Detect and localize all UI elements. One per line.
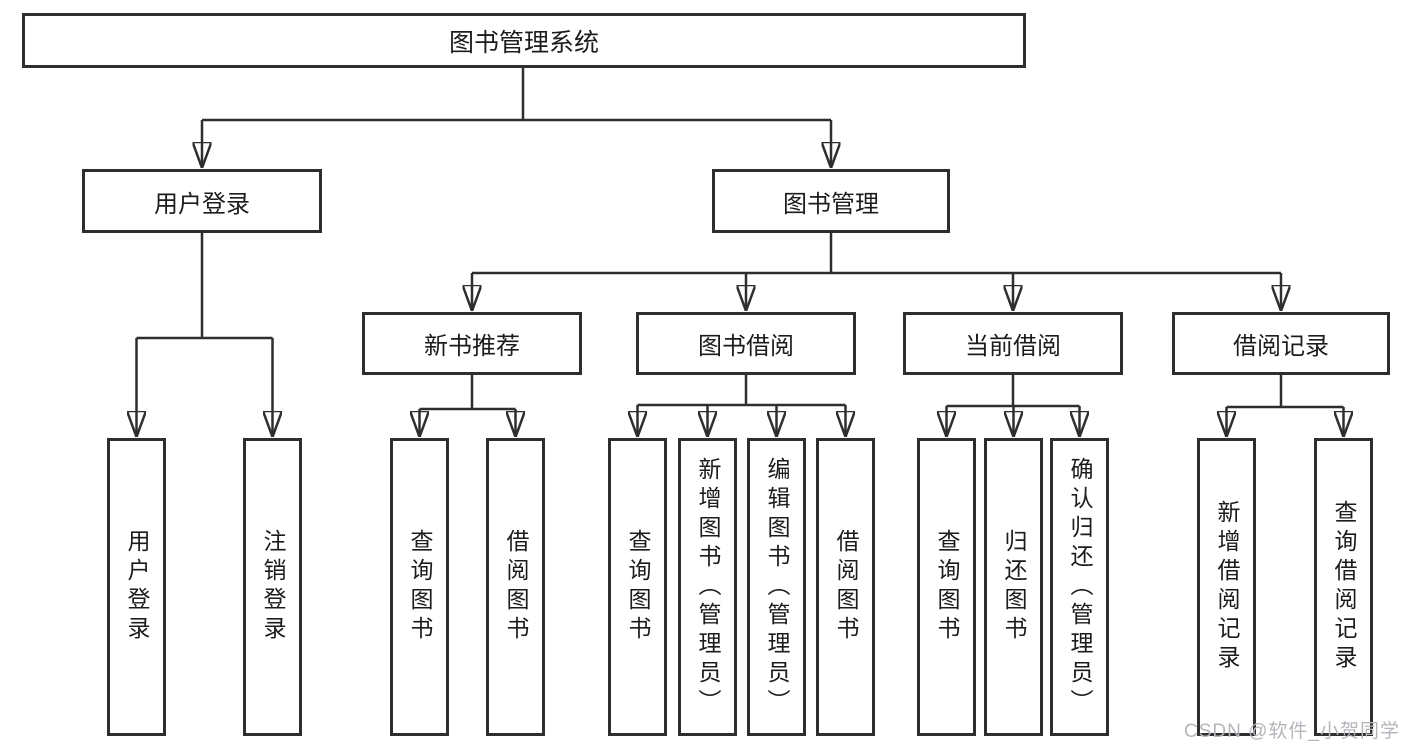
- node-current-borrowing: 当前借阅: [903, 312, 1123, 375]
- leaf-borrow-query-books: 查询图书: [608, 438, 667, 736]
- leaf-borrow-borrow-books: 借阅图书: [816, 438, 875, 736]
- node-label: 新增借阅记录: [1214, 500, 1240, 674]
- node-book-borrowing: 图书借阅: [636, 312, 856, 375]
- node-label: 图书借阅: [698, 333, 794, 360]
- node-label: 借阅记录: [1233, 333, 1329, 360]
- leaf-newrec-borrow-books: 借阅图书: [486, 438, 545, 736]
- node-label: 查询图书: [407, 529, 433, 645]
- leaf-user-login: 用户登录: [107, 438, 166, 736]
- leaf-records-add-borrow-record: 新增借阅记录: [1197, 438, 1256, 736]
- node-label: 归还图书: [1001, 529, 1027, 645]
- node-label: 编辑图书（管理员）: [764, 456, 790, 718]
- leaf-current-return-books: 归还图书: [984, 438, 1043, 736]
- node-label: 用户登录: [154, 190, 250, 218]
- node-label: 当前借阅: [965, 333, 1061, 360]
- csdn-watermark: CSDN @软件_小贺同学: [1184, 721, 1400, 742]
- node-borrowing-records: 借阅记录: [1172, 312, 1390, 375]
- leaf-logout: 注销登录: [243, 438, 302, 736]
- node-label: 查询图书: [934, 529, 960, 645]
- node-label: 查询借阅记录: [1331, 500, 1357, 674]
- node-label: 新增图书（管理员）: [695, 456, 721, 718]
- leaf-borrow-add-books-admin: 新增图书（管理员）: [678, 438, 737, 736]
- leaf-borrow-edit-books-admin: 编辑图书（管理员）: [747, 438, 806, 736]
- node-label: 图书管理: [783, 190, 879, 218]
- node-library-management-system: 图书管理系统: [22, 13, 1026, 68]
- node-user-login: 用户登录: [82, 169, 322, 233]
- node-label: 新书推荐: [424, 333, 520, 360]
- node-label: 图书管理系统: [448, 28, 599, 57]
- leaf-current-query-books: 查询图书: [917, 438, 976, 736]
- node-label: 用户登录: [124, 529, 150, 645]
- leaf-records-query-borrow-record: 查询借阅记录: [1314, 438, 1373, 736]
- node-label: 确认归还（管理员）: [1067, 456, 1093, 718]
- node-label: 借阅图书: [833, 529, 859, 645]
- node-label: 注销登录: [260, 529, 286, 645]
- leaf-current-confirm-return-admin: 确认归还（管理员）: [1050, 438, 1109, 736]
- node-new-book-recommendation: 新书推荐: [362, 312, 582, 375]
- node-book-management: 图书管理: [712, 169, 950, 233]
- node-label: 借阅图书: [503, 529, 529, 645]
- node-label: 查询图书: [625, 529, 651, 645]
- leaf-newrec-query-books: 查询图书: [390, 438, 449, 736]
